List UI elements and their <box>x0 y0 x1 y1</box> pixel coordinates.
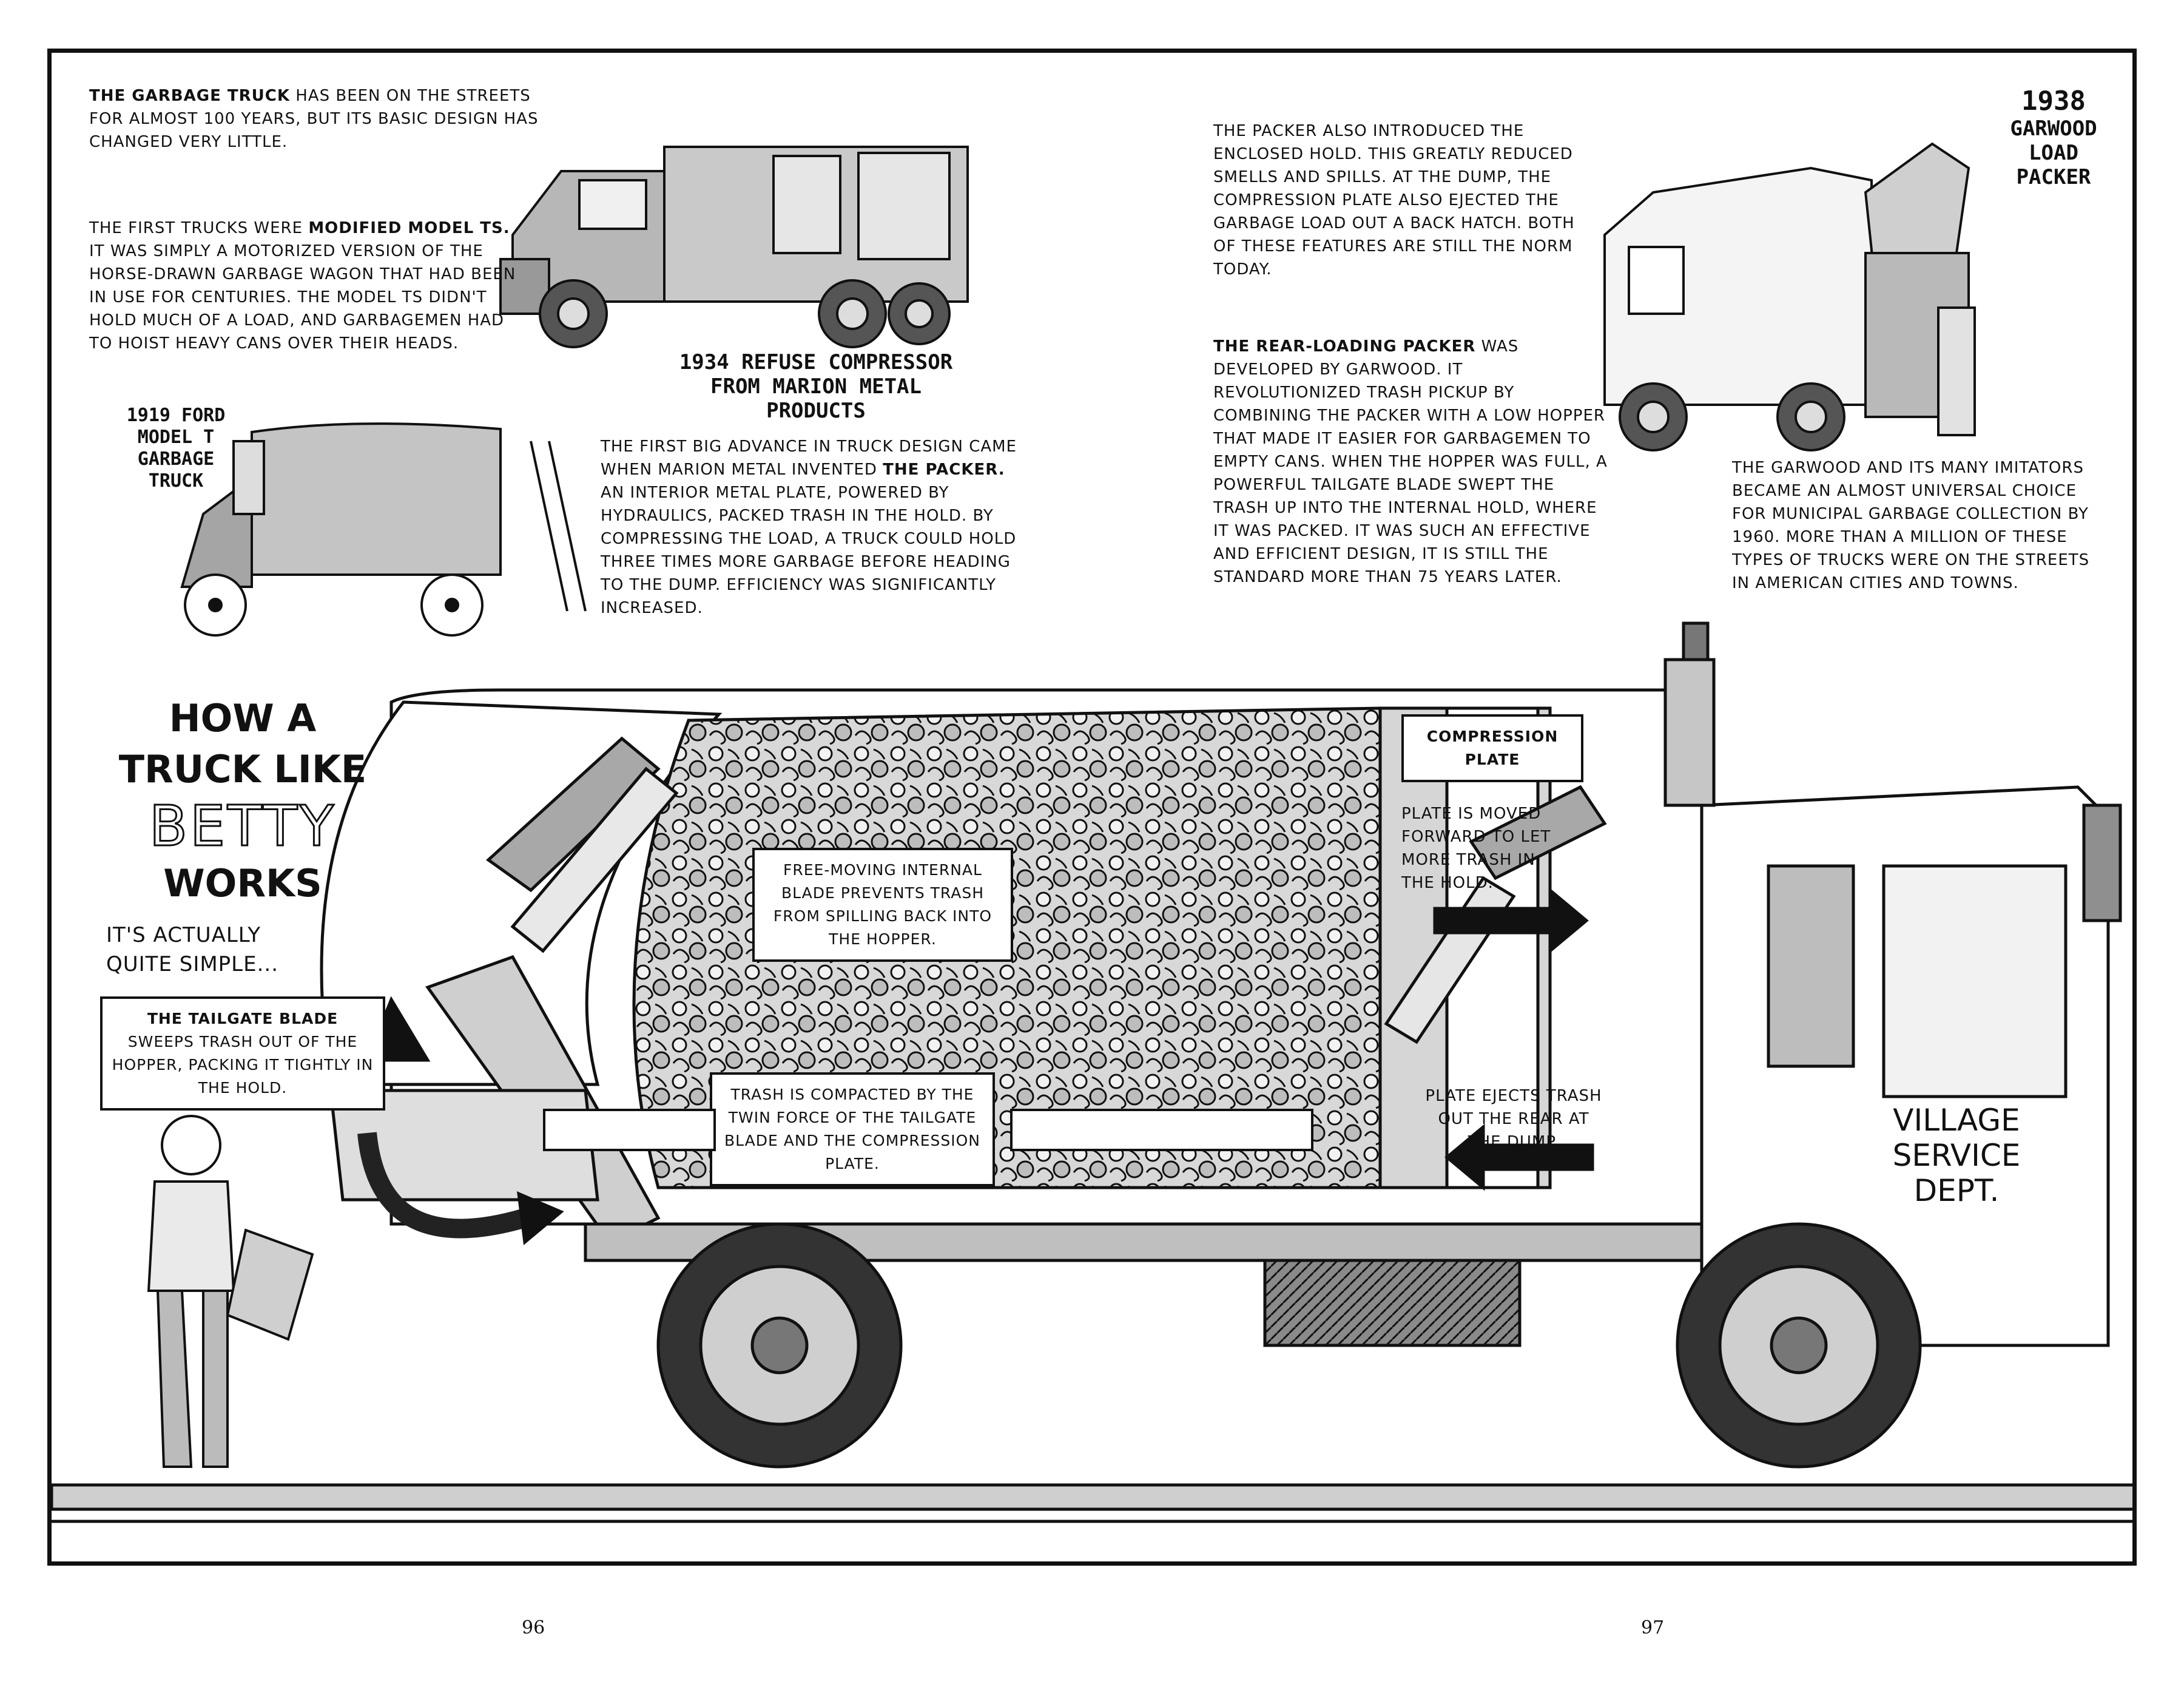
garwood-caption-year: 1938 <box>2021 86 2086 117</box>
rear-loading-bold: THE REAR-LOADING PACKER <box>1213 337 1476 356</box>
packer-paragraph: THE FIRST BIG ADVANCE IN TRUCK DESIGN CA… <box>601 435 1025 620</box>
title-line4: WORKS <box>163 861 322 905</box>
intro-paragraph: THE GARBAGE TRUCK HAS BEEN ON THE STREET… <box>89 84 556 154</box>
plate-ejects-text: PLATE EJECTS TRASH OUT THE REAR AT THE D… <box>1425 1087 1602 1151</box>
ford-caption: 1919 FORD MODEL T GARBAGE TRUCK <box>126 405 226 492</box>
page-title: HOW A TRUCK LIKE BETTY WORKS <box>112 693 373 909</box>
plate-moved-text: PLATE IS MOVED FORWARD TO LET MORE TRASH… <box>1401 805 1551 892</box>
compacted-callout: TRASH IS COMPACTED BY THE TWIN FORCE OF … <box>710 1072 995 1186</box>
door-sign-line2: SERVICE <box>1892 1138 2021 1173</box>
comic-panel: THE GARBAGE TRUCK HAS BEEN ON THE STREET… <box>47 49 2137 1566</box>
right-arrow-box <box>1010 1109 1313 1151</box>
rear-loading-paragraph: THE REAR-LOADING PACKER WAS DEVELOPED BY… <box>1213 335 1614 589</box>
tailgate-title: THE TAILGATE BLADE <box>147 1010 339 1027</box>
tailgate-text: SWEEPS TRASH OUT OF THE HOPPER, PACKING … <box>112 1033 374 1097</box>
compression-plate-label: COMPRESSION PLATE <box>1401 714 1583 782</box>
page-number-right: 97 <box>1641 1617 1665 1638</box>
refuse-caption-line2: from MARION METAL <box>710 374 922 399</box>
betty-truck-illustration <box>320 621 2122 1469</box>
enclosed-hold-paragraph: THE PACKER ALSO INTRODUCED THE ENCLOSED … <box>1213 122 1575 279</box>
first-trucks-post: IT WAS SIMPLY A MOTORIZED VERSION OF THE… <box>89 242 516 353</box>
garbageman-illustration <box>147 1115 314 1468</box>
garwood-load-packer-illustration <box>1603 142 1976 451</box>
door-sign-line1: VILLAGE <box>1893 1103 2020 1138</box>
first-trucks-pre: THE FIRST TRUCKS WERE <box>89 219 303 237</box>
refuse-compressor-caption: 1934 REFUSE COMPRESSOR from MARION METAL… <box>628 350 1004 423</box>
first-trucks-bold: MODIFIED MODEL Ts. <box>308 219 510 237</box>
rear-loading-text: WAS DEVELOPED BY GARWOOD. IT REVOLUTIONI… <box>1213 337 1608 586</box>
illustration-layer <box>52 142 2132 1523</box>
ground-strip <box>52 1483 2132 1511</box>
ford-model-t-illustration <box>180 422 587 637</box>
door-sign-line3: DEPT. <box>1913 1173 2000 1208</box>
refuse-compressor-truck-illustration <box>499 146 969 348</box>
title-subtitle: IT'S ACTUALLY QUITE SIMPLE... <box>106 923 279 976</box>
packer-bold: THE PACKER. <box>883 461 1005 479</box>
intro-text: HAS BEEN ON THE STREETS FOR ALMOST 100 Y… <box>89 87 539 151</box>
refuse-caption-line1: 1934 REFUSE COMPRESSOR <box>679 350 953 374</box>
internal-blade-callout: FREE-MOVING INTERNAL BLADE PREVENTS TRAS… <box>752 848 1013 962</box>
title-line2: TRUCK LIKE <box>118 747 367 791</box>
page-number-left: 96 <box>522 1617 545 1638</box>
title-line3: BETTY <box>148 794 337 859</box>
title-line1: HOW A <box>169 696 317 740</box>
packer-post: AN INTERIOR METAL PLATE, POWERED BY HYDR… <box>601 484 1017 617</box>
garwood-caption: 1938 GARWOOD LOAD PACKER <box>1987 86 2120 190</box>
door-sign: VILLAGE SERVICE DEPT. <box>1859 1103 2054 1208</box>
packer-pre: THE FIRST BIG ADVANCE IN TRUCK DESIGN CA… <box>601 438 1017 479</box>
garwood-caption-name: GARWOOD LOAD PACKER <box>2010 117 2097 189</box>
garwood-paragraph: THE GARWOOD AND ITS MANY IMITATORS BECAM… <box>1732 459 2090 592</box>
first-trucks-paragraph: THE FIRST TRUCKS WERE MODIFIED MODEL Ts.… <box>89 217 526 355</box>
left-arrow-box <box>543 1109 716 1151</box>
refuse-caption-line3: PRODUCTS <box>766 399 866 423</box>
intro-lead: THE GARBAGE TRUCK <box>89 87 290 105</box>
tailgate-blade-callout: THE TAILGATE BLADE SWEEPS TRASH OUT OF T… <box>100 996 385 1111</box>
